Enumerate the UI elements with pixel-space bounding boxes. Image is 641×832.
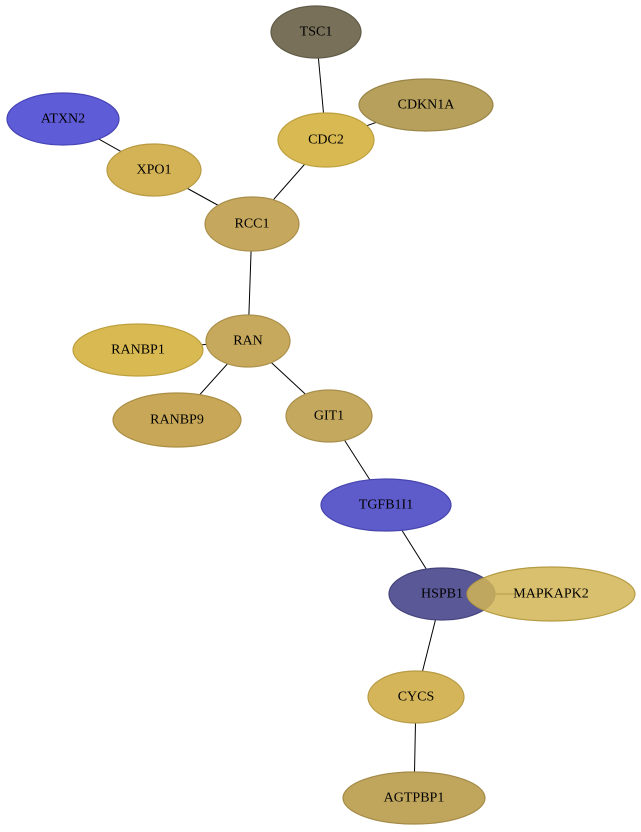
node-ellipse (277, 112, 375, 168)
node-ellipse (342, 771, 486, 825)
node-hspb1[interactable]: HSPB1 (388, 567, 496, 621)
node-label: TGFB1I1 (359, 498, 413, 513)
node-label: ATXN2 (41, 112, 85, 127)
node-tsc1[interactable]: TSC1 (270, 5, 362, 59)
node-ellipse (358, 78, 494, 132)
node-xpo1[interactable]: XPO1 (106, 143, 202, 197)
node-rcc1[interactable]: RCC1 (204, 196, 300, 252)
node-label: CDKN1A (398, 98, 456, 113)
node-atxn2[interactable]: ATXN2 (6, 92, 120, 146)
node-ellipse (320, 478, 452, 532)
node-label: CYCS (398, 690, 435, 705)
node-label: XPO1 (136, 163, 171, 178)
node-ellipse (205, 314, 291, 368)
node-ellipse (285, 389, 373, 443)
node-ellipse (112, 392, 242, 448)
node-label: HSPB1 (421, 587, 463, 602)
node-label: CDC2 (308, 133, 344, 148)
node-ellipse (466, 566, 636, 622)
node-label: RCC1 (234, 217, 269, 232)
node-ellipse (367, 670, 465, 724)
node-ran[interactable]: RAN (205, 314, 291, 368)
node-cdkn1a[interactable]: CDKN1A (358, 78, 494, 132)
node-ellipse (106, 143, 202, 197)
node-git1[interactable]: GIT1 (285, 389, 373, 443)
node-label: MAPKAPK2 (513, 587, 588, 602)
node-agtpbp1[interactable]: AGTPBP1 (342, 771, 486, 825)
node-tgfb1i1[interactable]: TGFB1I1 (320, 478, 452, 532)
node-label: AGTPBP1 (384, 791, 445, 806)
node-cycs[interactable]: CYCS (367, 670, 465, 724)
node-ellipse (204, 196, 300, 252)
node-label: TSC1 (300, 25, 333, 40)
node-ellipse (6, 92, 120, 146)
node-ellipse (72, 323, 204, 377)
node-cdc2[interactable]: CDC2 (277, 112, 375, 168)
node-label: RANBP1 (111, 343, 165, 358)
node-mapkapk2[interactable]: MAPKAPK2 (466, 566, 636, 622)
node-ellipse (270, 5, 362, 59)
node-ranbp9[interactable]: RANBP9 (112, 392, 242, 448)
node-ranbp1[interactable]: RANBP1 (72, 323, 204, 377)
node-label: GIT1 (314, 409, 344, 424)
node-label: RANBP9 (150, 413, 204, 428)
node-label: RAN (233, 334, 263, 349)
